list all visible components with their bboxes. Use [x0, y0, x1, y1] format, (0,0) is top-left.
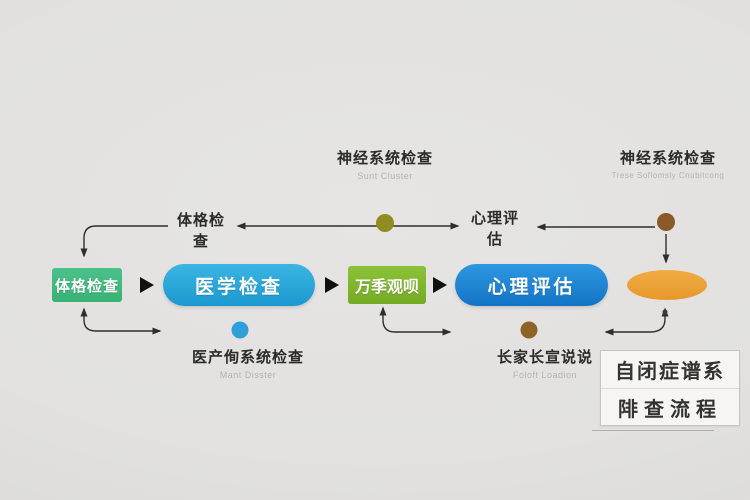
- arrow-into-ellipse: [604, 307, 669, 336]
- arrow-physical-box-feedback: [80, 307, 162, 335]
- annotation-subtitle: Trese Soflomsly Cnubitcong: [611, 171, 725, 180]
- caption-line1: 自闭症谱系: [601, 351, 739, 389]
- caption-underline: [592, 430, 714, 431]
- annotation-title: 长家长宣说说: [496, 349, 593, 366]
- triangle-arrow-2-icon: [325, 277, 339, 293]
- arrow-label-to-physical-box: [80, 225, 168, 258]
- annotation-subtitle: Sunt Cluster: [357, 171, 413, 181]
- annotation-title: 神经系统检查: [336, 150, 433, 167]
- triangle-arrow-3-icon: [433, 277, 447, 293]
- node-observe: 万季观呗: [348, 266, 426, 304]
- blue-dot: [231, 321, 249, 339]
- node-physical-exam: 体格检查: [52, 268, 122, 302]
- caption-box: 自闭症谱系 陫查流程: [600, 350, 740, 426]
- annotation-physical-exam: 体格检查: [176, 212, 225, 250]
- brown-dot-bottom: [520, 321, 538, 339]
- annotation-psych-eval: 心理评估: [470, 210, 519, 248]
- annotation-title: 医产侚系统检查: [191, 349, 304, 366]
- node-psych-eval: 心理评估: [455, 264, 608, 306]
- annotation-obstetric: 医产侚系统检查 Mant Disster: [168, 346, 328, 380]
- annotation-neuro-right: 神经系统检查 Trese Soflomsly Cnubitcong: [593, 147, 743, 180]
- caption-line2: 陫查流程: [618, 399, 722, 421]
- node-label: 医学检查: [194, 276, 283, 298]
- node-result-ellipse: [627, 270, 707, 300]
- annotation-title: 神经系统检查: [619, 150, 716, 167]
- olive-dot: [376, 214, 394, 232]
- annotation-subtitle: Mant Disster: [219, 370, 277, 380]
- pin-ornament: [662, 309, 668, 315]
- annotation-parent-interview: 长家长宣说说 Foloft Loadion: [465, 346, 625, 380]
- node-medical-exam: 医学检查: [163, 264, 315, 306]
- node-label: 心理评估: [487, 276, 576, 298]
- triangle-arrow-1-icon: [140, 277, 154, 293]
- annotation-subtitle: Foloft Loadion: [512, 370, 578, 380]
- annotation-neuro-center: 神经系统检查 Sunt Cluster: [325, 147, 445, 181]
- node-label: 万季观呗: [354, 279, 419, 296]
- brown-dot-top: [657, 213, 675, 231]
- arrow-observe-box-feedback: [379, 306, 452, 336]
- node-label: 体格检查: [54, 277, 119, 295]
